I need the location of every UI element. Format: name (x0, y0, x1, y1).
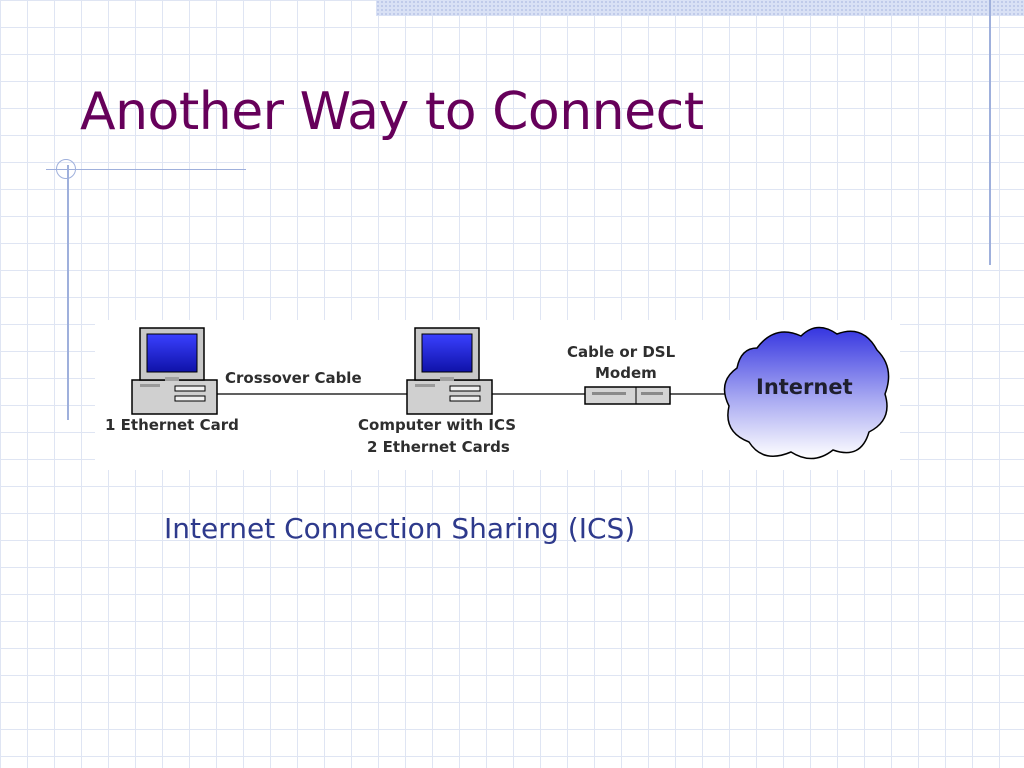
right-vertical-rule (989, 0, 991, 265)
label-computer-ics-line2: 2 Ethernet Cards (367, 438, 510, 456)
label-computer-ics-line1: Computer with ICS (358, 416, 516, 434)
label-internet: Internet (756, 375, 853, 399)
internet-cloud-icon (723, 326, 890, 460)
network-diagram: Crossover Cable 1 Ethernet Card Computer… (95, 320, 900, 470)
left-vertical-rule (67, 165, 69, 420)
label-computer-left: 1 Ethernet Card (105, 416, 239, 434)
label-modem-line1: Cable or DSL (567, 343, 676, 361)
slide-caption: Internet Connection Sharing (ICS) (164, 512, 636, 545)
label-modem-line2: Modem (595, 364, 657, 382)
label-crossover-cable: Crossover Cable (225, 369, 362, 387)
title-underline-rule (46, 169, 246, 170)
modem-icon (584, 386, 671, 405)
slide-title: Another Way to Connect (80, 82, 704, 142)
computer-icon-1 (131, 327, 218, 415)
rule-circle-ornament (56, 159, 76, 179)
header-decoration-band (376, 0, 1024, 16)
computer-icon-ics (406, 327, 493, 415)
